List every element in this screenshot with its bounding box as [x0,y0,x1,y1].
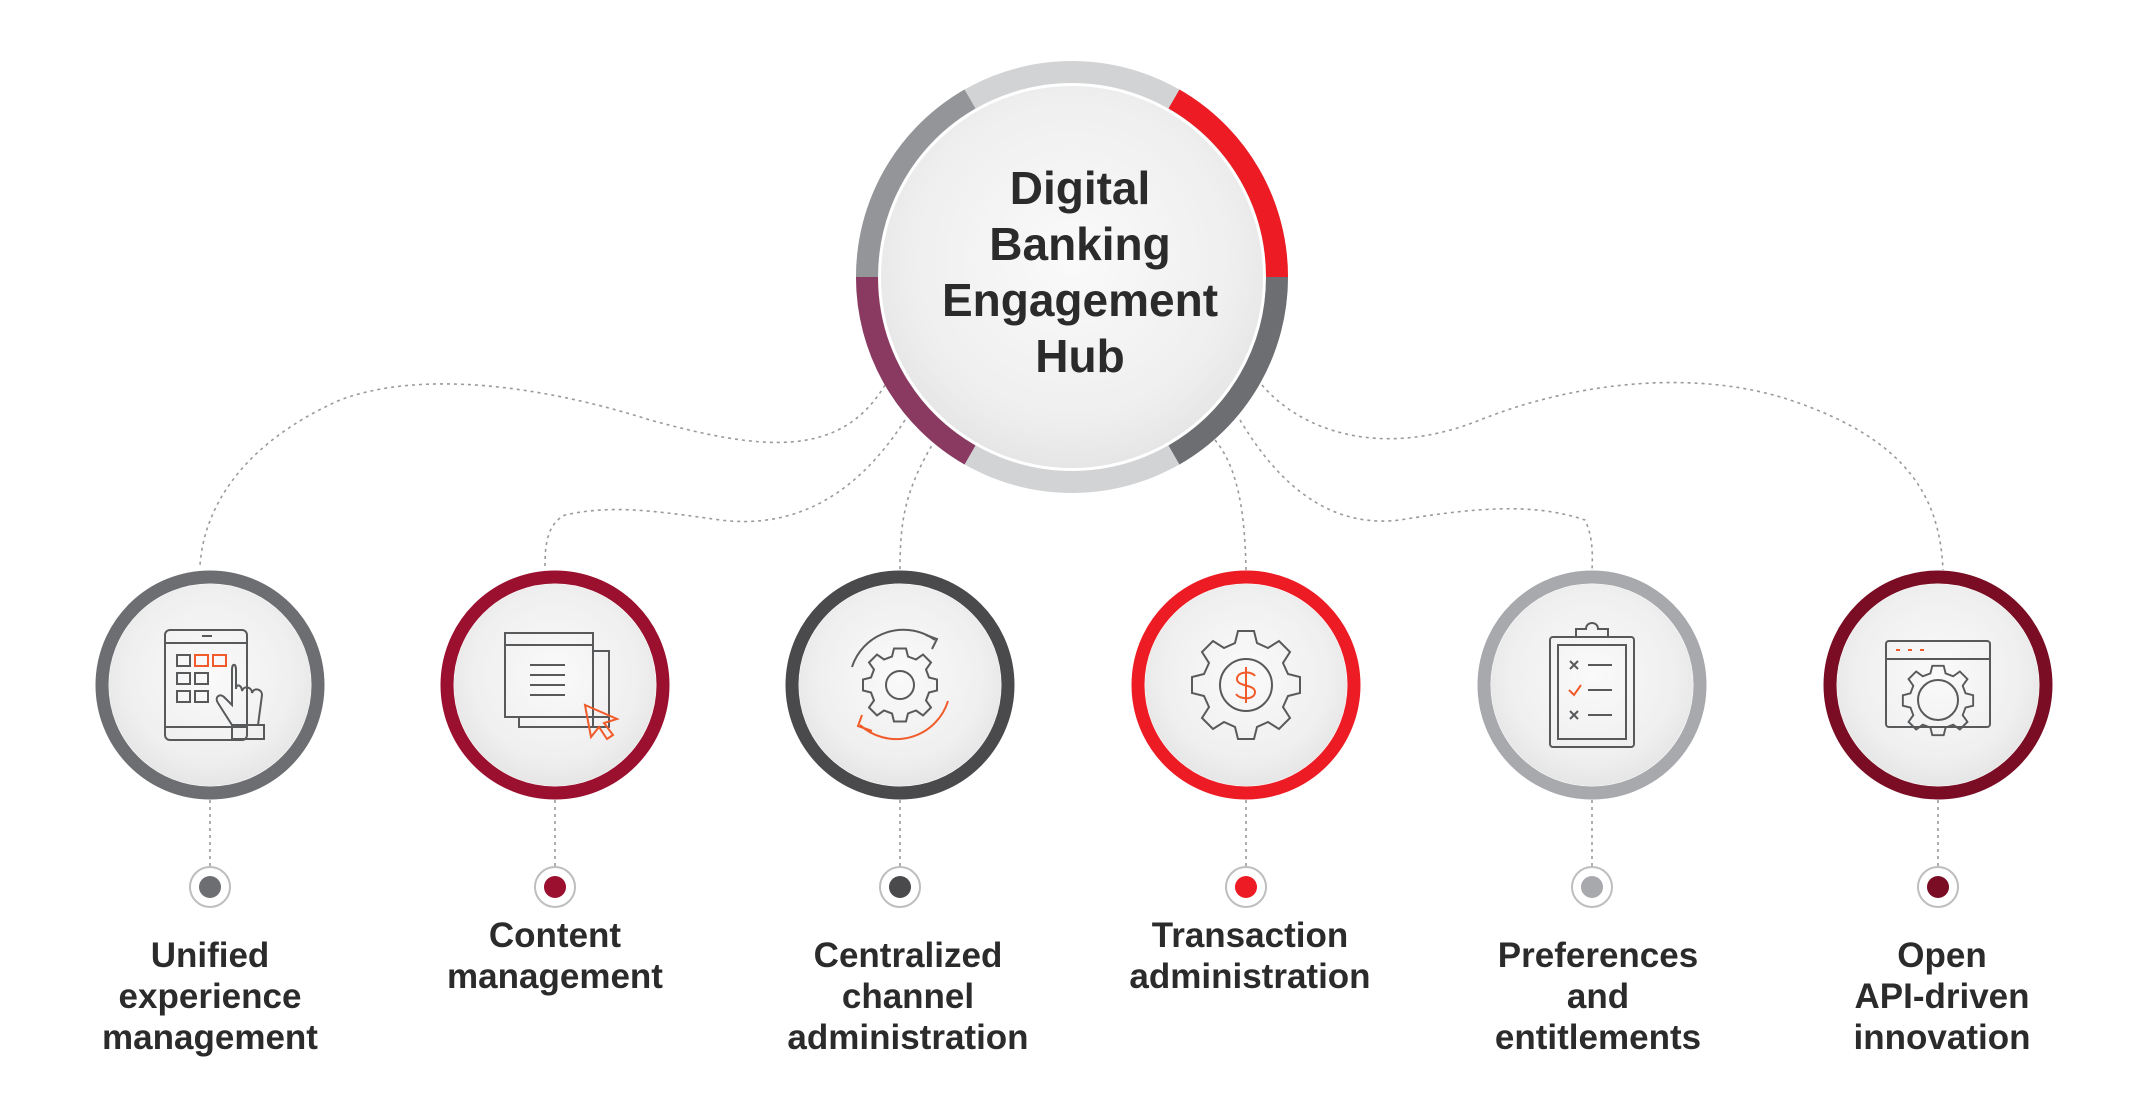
hub-title-line-2: Banking [989,218,1171,270]
node-label-line: management [102,1018,318,1057]
node-5 [1477,570,1707,908]
node-3 [785,570,1015,908]
node-disc [1491,584,1693,786]
node-dot [1927,876,1949,898]
node-dot [544,876,566,898]
hub-node [855,61,1289,493]
nodes-layer [95,570,2053,908]
node-label-line: Open [1897,936,1987,975]
node-label-open-api: Open API-driven innovation [1782,935,2102,1058]
node-label-line: Unified [150,936,270,975]
node-ring [1131,570,1361,800]
hub-ring-segment-red [1168,89,1289,278]
gear-dollar-icon [1191,630,1301,740]
node-label-line: innovation [1853,1018,2031,1057]
content-window-cursor-icon [504,632,620,741]
connector-3 [899,439,936,571]
node-label-line: Centralized [813,936,1003,975]
node-2 [440,570,670,908]
node-label-line: entitlements [1494,1018,1702,1057]
node-label-line: administration [1129,957,1371,996]
hub-ring-segment-gray-right [1168,276,1289,465]
node-label-line: administration [787,1018,1029,1057]
node-label-line: and [1566,977,1630,1016]
tablet-touch-icon [164,629,265,741]
hub-ring [855,61,1289,493]
node-4 [1131,570,1361,908]
connector-2 [544,419,906,571]
connector-5 [1239,419,1594,571]
node-ring [95,570,325,800]
hub-title: Digital Banking Engagement Hub [880,160,1280,384]
connector-1 [199,383,886,566]
node-label-preferences-entitlements: Preferences and entitlements [1438,935,1758,1058]
node-6 [1823,570,2053,908]
node-label-line: API-driven [1854,977,2030,1016]
node-label-content-management: Content management [395,915,715,997]
node-dot [199,876,221,898]
hub-disc [881,86,1263,468]
node-label-centralized-channel: Centralized channel administration [748,935,1068,1058]
gear-cycle-icon [851,628,949,741]
node-ring [1477,570,1707,800]
node-dot [889,876,911,898]
hub-title-line-1: Digital [1009,162,1151,214]
connector-4 [1214,439,1247,571]
node-label-transaction-administration: Transaction administration [1090,915,1410,997]
hub-ring-segment-plum [855,276,976,465]
hub-title-line-3: Engagement [941,274,1219,326]
node-ring [1823,570,2053,800]
node-label-line: management [447,957,663,996]
node-disc [109,584,311,786]
node-ring [440,570,670,800]
connector-6 [1261,381,1944,571]
node-disc [799,584,1001,786]
node-dot [1235,876,1257,898]
node-label-line: Transaction [1151,916,1349,955]
node-label-line: channel [841,977,975,1016]
hub-ring-segment-gray-left [855,89,976,278]
node-label-unified-experience: Unified experience management [50,935,370,1058]
clipboard-checklist-icon [1549,622,1635,748]
node-disc [1837,584,2039,786]
node-label-line: Content [488,916,622,955]
browser-gear-icon [1885,640,1991,737]
hub-title-line-4: Hub [1035,330,1125,382]
node-dot [1581,876,1603,898]
node-1 [95,570,325,908]
node-label-line: Preferences [1497,936,1699,975]
node-label-line: experience [118,977,302,1016]
node-ring [785,570,1015,800]
connector-lines [199,381,1944,571]
